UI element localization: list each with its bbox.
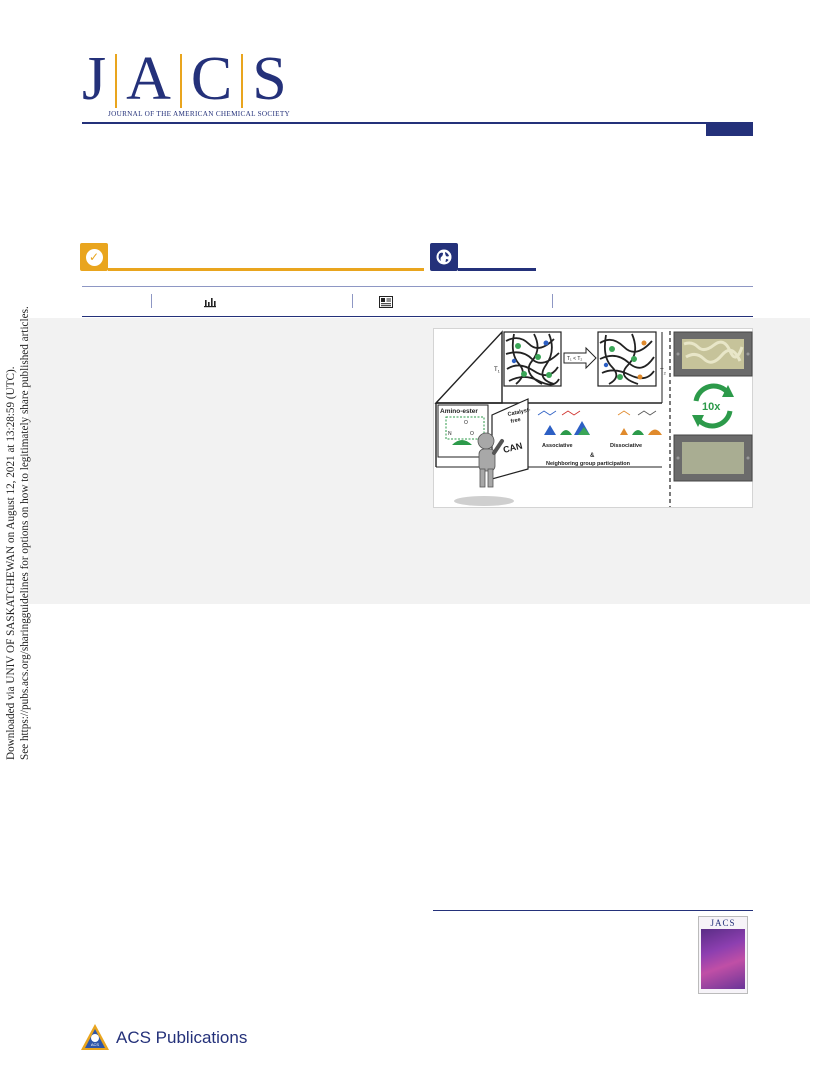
cover-artwork bbox=[701, 929, 745, 989]
download-notice: Downloaded via UNIV OF SASKATCHEWAN on A… bbox=[4, 306, 32, 760]
open-access-rule bbox=[108, 268, 424, 271]
logo-separator bbox=[241, 54, 244, 108]
neighboring-group-label: Neighboring group participation bbox=[546, 461, 631, 467]
recycle-cycle: 10x bbox=[692, 383, 734, 429]
sample-photo-bottom bbox=[673, 434, 753, 482]
header-rule bbox=[82, 122, 753, 124]
toc-graphic-figure: T1 T₁ < T₂ T2 Amino-ester O N O Catalyst… bbox=[434, 330, 753, 507]
atom-n: N bbox=[448, 431, 452, 437]
can-label: CAN bbox=[502, 441, 523, 455]
journal-cover[interactable]: JACS bbox=[698, 916, 748, 994]
mechanism-schemes bbox=[537, 410, 662, 435]
download-notice-line2[interactable]: See https://pubs.acs.org/sharingguidelin… bbox=[19, 306, 31, 760]
journal-logo: J A C S bbox=[82, 48, 287, 110]
article-type-tab bbox=[706, 122, 753, 136]
logo-separator bbox=[179, 54, 182, 108]
article-icon[interactable] bbox=[379, 296, 393, 308]
download-notice-line1: Downloaded via UNIV OF SASKATCHEWAN on A… bbox=[5, 366, 17, 760]
metrics-divider bbox=[352, 294, 353, 308]
network-box-right bbox=[597, 331, 657, 387]
metrics-divider bbox=[151, 294, 152, 308]
cover-title: JACS bbox=[710, 918, 736, 928]
catalyst-free-label: free bbox=[510, 417, 521, 425]
logo-letter-s: S bbox=[252, 45, 287, 113]
amino-ester-label: Amino-ester bbox=[440, 408, 478, 415]
catalyst-label: Catalyst- bbox=[507, 407, 531, 418]
acs-logo-icon[interactable]: ACS bbox=[80, 1023, 110, 1053]
atom-o-top: O bbox=[464, 420, 468, 426]
logo-letter-a: A bbox=[126, 45, 171, 113]
network-box-left bbox=[503, 331, 562, 387]
bar-chart-icon[interactable] bbox=[203, 296, 217, 308]
temperature-t2: T2 bbox=[660, 369, 667, 376]
cover-rule bbox=[433, 910, 753, 911]
ampersand-label: & bbox=[590, 453, 595, 459]
logo-separator bbox=[115, 54, 118, 108]
metrics-bar-bottom bbox=[82, 316, 753, 317]
open-access-badge[interactable]: ✓ bbox=[80, 243, 108, 271]
metrics-bar-top bbox=[82, 286, 753, 287]
metrics-divider bbox=[552, 294, 553, 308]
logo-letter-j: J bbox=[82, 45, 107, 113]
globe-rule bbox=[458, 268, 536, 271]
atom-o-right: O bbox=[470, 431, 474, 437]
check-circle-icon: ✓ bbox=[85, 248, 103, 266]
person-figure bbox=[454, 432, 514, 506]
journal-subtitle: JOURNAL OF THE AMERICAN CHEMICAL SOCIETY bbox=[108, 110, 291, 118]
arrow-label: T₁ < T₂ bbox=[567, 356, 582, 362]
journal-masthead: J A C S JOURNAL OF THE AMERICAN CHEMICAL… bbox=[82, 48, 322, 120]
toc-graphic: T1 T₁ < T₂ T2 Amino-ester O N O Catalyst… bbox=[433, 328, 753, 508]
publisher-name[interactable]: ACS Publications bbox=[116, 1028, 248, 1047]
globe-badge[interactable] bbox=[430, 243, 458, 271]
dissociative-label: Dissociative bbox=[610, 443, 642, 449]
sample-photo-top bbox=[673, 331, 753, 377]
acs-logo-text: ACS bbox=[91, 1042, 100, 1047]
logo-letter-c: C bbox=[190, 45, 233, 113]
associative-label: Associative bbox=[542, 443, 573, 449]
temperature-t1: T1 bbox=[494, 367, 501, 374]
cycle-count-label: 10x bbox=[702, 401, 721, 413]
globe-icon bbox=[436, 249, 452, 265]
